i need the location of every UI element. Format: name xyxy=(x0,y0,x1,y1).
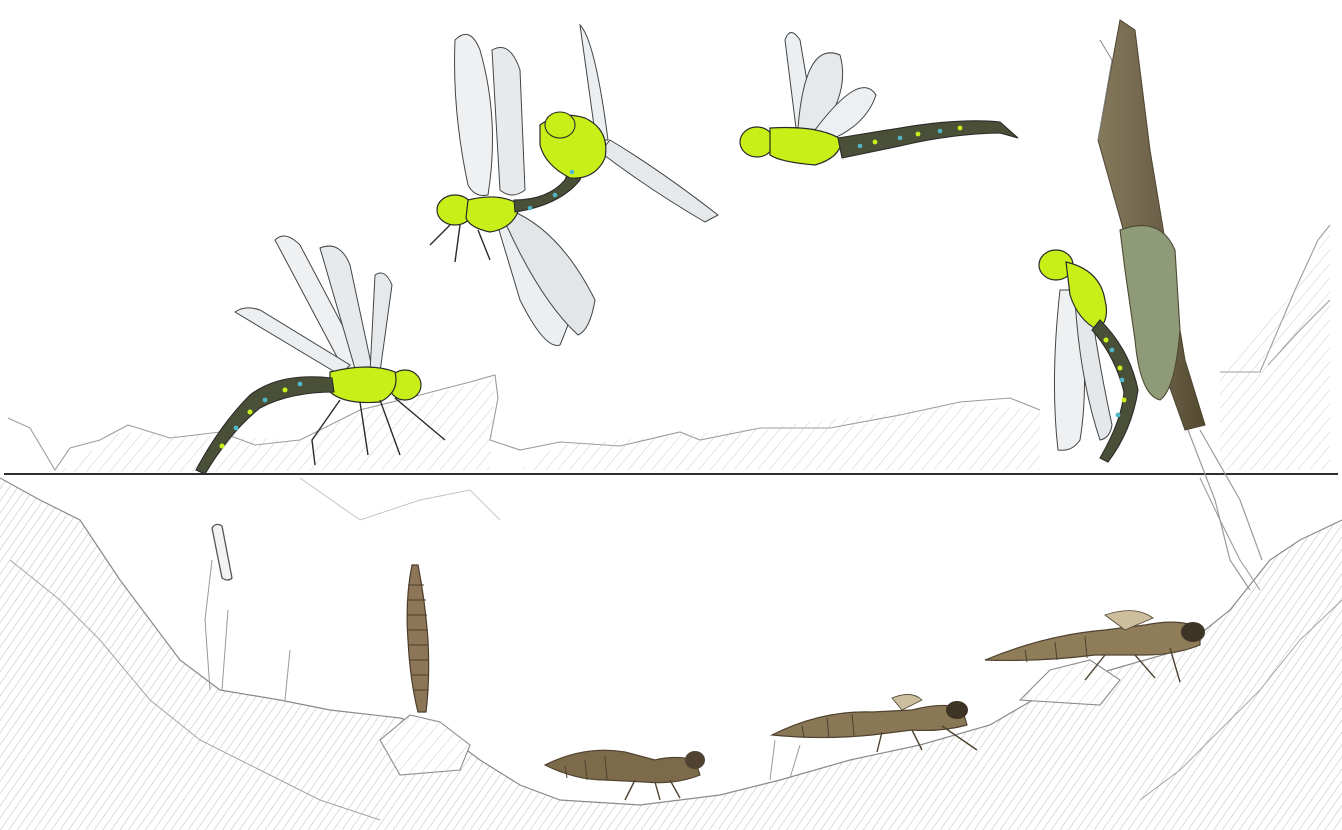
larva-icon xyxy=(407,565,429,712)
emerging-dragonfly-icon xyxy=(1039,226,1180,463)
nymph-icon xyxy=(545,750,705,800)
dragonfly-icon xyxy=(740,33,1018,166)
egg-icon xyxy=(212,524,232,580)
reed-stem xyxy=(1098,20,1262,590)
dragonfly-pair-icon xyxy=(430,25,718,345)
